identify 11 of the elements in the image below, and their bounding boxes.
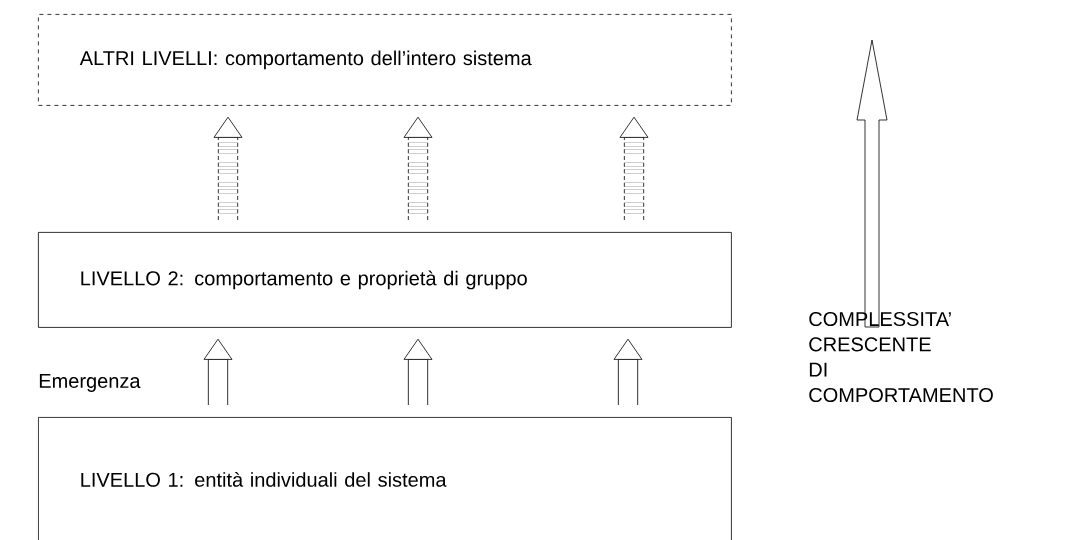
block-arrow [403,116,433,220]
block-arrow [613,338,643,405]
side-label: COMPLESSITA’ CRESCENTE DI COMPORTAMENTO [809,311,993,403]
side-label: Emergenza [39,374,141,392]
level-box: LIVELLO 2: comportamento e proprietà di gruppo [38,232,732,328]
level-box: ALTRI LIVELLI: comportamento dell’intero sistema [38,14,732,106]
block-arrow [403,338,433,405]
block-arrow [619,116,649,220]
block-arrow [213,116,243,220]
block-arrow [203,338,233,405]
level-box: LIVELLO 1: entità individuali del sistema [38,417,732,540]
